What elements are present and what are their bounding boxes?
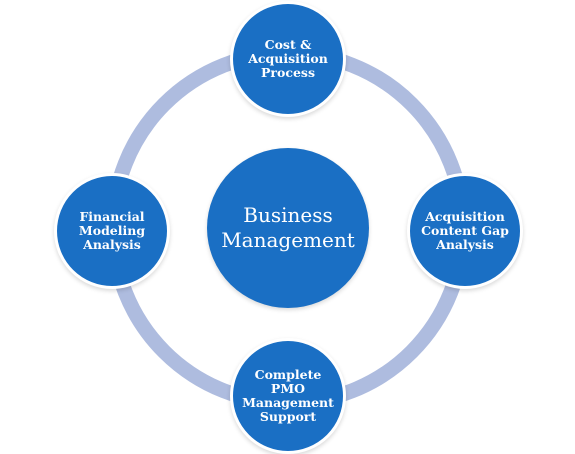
node-financial-modeling-analysis: Financial Modeling Analysis [54,173,170,289]
center-node-business-management: Business Management [207,148,369,308]
node-complete-pmo-management-support: Complete PMO Management Support [230,338,346,454]
node-label: Acquisition Content Gap Analysis [421,209,509,252]
node-label: Cost & Acquisition Process [248,37,328,80]
node-acquisition-content-gap-analysis: Acquisition Content Gap Analysis [407,173,523,289]
node-label: Financial Modeling Analysis [78,209,146,252]
node-cost-acquisition-process: Cost & Acquisition Process [230,1,346,117]
center-node-label: Business Management [221,203,355,252]
node-label: Complete PMO Management Support [242,367,334,424]
